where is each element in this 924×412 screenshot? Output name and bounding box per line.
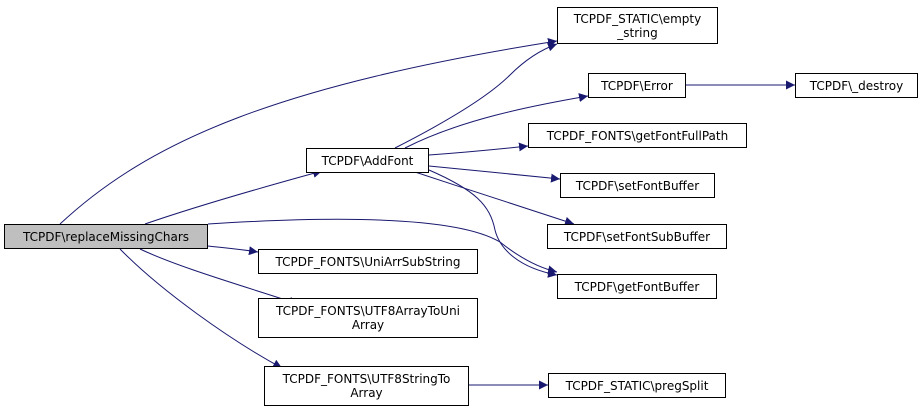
edge-root-to-getfontbuffer [207,218,558,275]
node-utf8-array-to-uni-array[interactable]: TCPDF_FONTS\UTF8ArrayToUni Array [258,298,478,338]
node-get-font-full-path-label: TCPDF_FONTS\getFontFullPath [546,128,729,143]
edge-root-to-uniarrsubstring [207,245,259,256]
node-empty-string-label-2: _string [617,25,658,40]
node-destroy-label: TCPDF\_destroy [809,78,904,93]
node-add-font[interactable]: TCPDF\AddFont [306,148,429,173]
edge-addfont-to-setfontsubbuffer [414,171,575,226]
edge-root-to-utf8stringto [119,248,283,369]
edge-addfont-to-error [404,93,589,149]
node-empty-string[interactable]: TCPDF_STATIC\empty _string [557,7,718,44]
node-add-font-label: TCPDF\AddFont [321,153,414,168]
edge-addfont-to-getfontfullpath [428,142,529,156]
node-utf8-string-to-array-label-1: TCPDF_FONTS\UTF8StringTo [282,372,451,386]
node-get-font-buffer[interactable]: TCPDF\getFontBuffer [557,274,717,299]
node-preg-split[interactable]: TCPDF_STATIC\pregSplit [548,373,726,398]
node-uni-arr-sub-string[interactable]: TCPDF_FONTS\UniArrSubString [258,249,478,274]
node-empty-string-label-1: TCPDF_STATIC\empty [573,11,702,26]
node-error[interactable]: TCPDF\Error [588,73,686,98]
node-utf8-string-to-array-label-2: Array [350,386,383,400]
edge-root-to-empty-string [59,37,558,225]
edge-addfont-to-setfontbuffer [428,165,561,183]
edge-root-to-addfont [144,169,323,225]
node-error-label: TCPDF\Error [601,78,673,93]
node-uni-arr-sub-string-label: TCPDF_FONTS\UniArrSubString [275,254,461,269]
node-utf8-array-to-uni-array-label-1: TCPDF_FONTS\UTF8ArrayToUni [275,304,461,318]
node-replace-missing-chars[interactable]: TCPDF\replaceMissingChars [4,224,208,249]
node-set-font-buffer[interactable]: TCPDF\setFontBuffer [560,173,715,198]
node-set-font-sub-buffer-label: TCPDF\setFontSubBuffer [563,229,711,244]
node-set-font-buffer-label: TCPDF\setFontBuffer [575,178,700,193]
node-preg-split-label: TCPDF_STATIC\pregSplit [565,378,709,393]
node-get-font-full-path[interactable]: TCPDF_FONTS\getFontFullPath [528,123,747,148]
node-set-font-sub-buffer[interactable]: TCPDF\setFontSubBuffer [547,224,727,249]
node-replace-missing-chars-label: TCPDF\replaceMissingChars [22,229,190,244]
edge-addfont-to-getfontbuffer [428,169,558,278]
node-utf8-array-to-uni-array-label-2: Array [351,318,385,332]
edge-addfont-to-empty-string [394,42,558,149]
node-utf8-string-to-array[interactable]: TCPDF_FONTS\UTF8StringTo Array [264,366,469,406]
node-destroy[interactable]: TCPDF\_destroy [795,73,918,98]
node-get-font-buffer-label: TCPDF\getFontBuffer [574,279,700,294]
